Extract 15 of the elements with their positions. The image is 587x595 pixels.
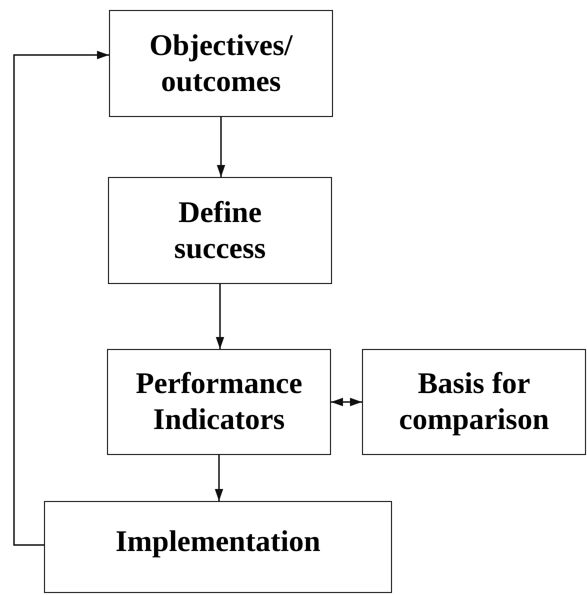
process-box — [362, 349, 586, 455]
arrow — [216, 117, 226, 177]
arrow — [214, 455, 224, 501]
arrow — [216, 284, 224, 349]
box-label: Objectives/ outcomes — [148, 28, 294, 100]
box-label: Performance Indicators — [134, 366, 304, 438]
box-label: Define success — [173, 194, 267, 266]
arrow — [331, 398, 362, 406]
box-label: Basis for comparison — [398, 366, 550, 438]
arrow — [13, 50, 109, 546]
process-box — [109, 10, 333, 117]
process-box — [108, 177, 332, 284]
process-box — [44, 501, 392, 593]
process-box — [107, 349, 331, 455]
box-label: Implementation — [116, 524, 320, 560]
